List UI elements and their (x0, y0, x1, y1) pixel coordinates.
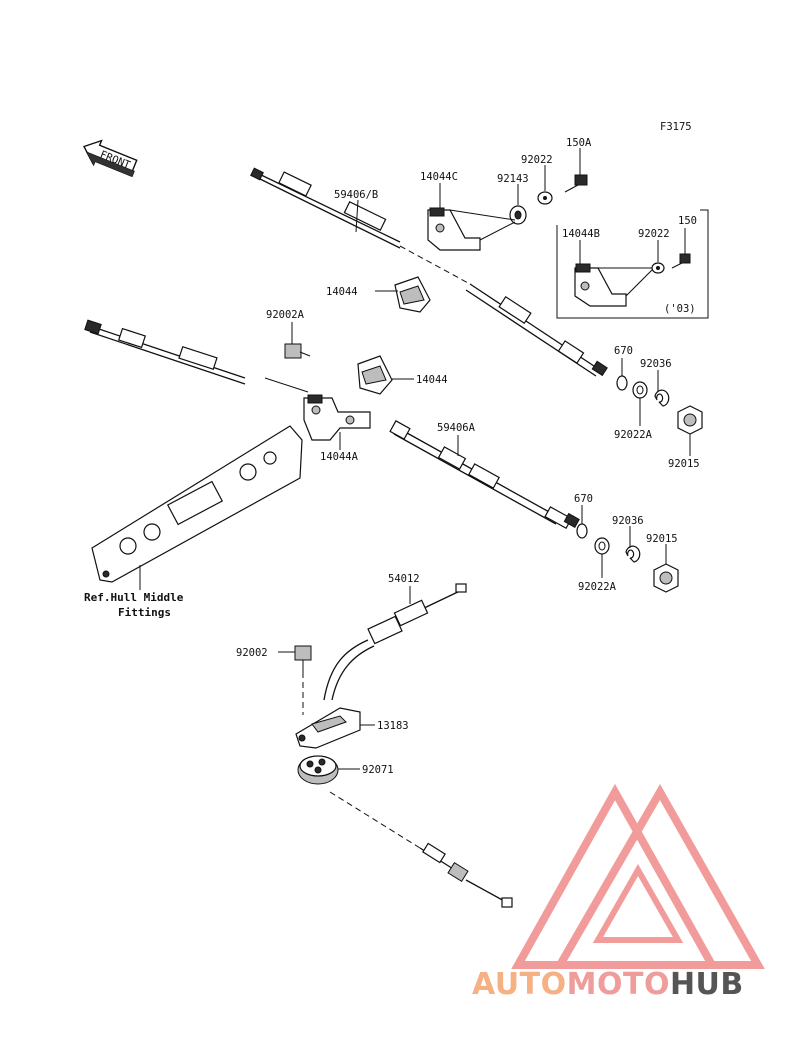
o-ring-670-lower (576, 523, 588, 539)
label-13183: 13183 (377, 720, 409, 732)
plate-13183 (295, 707, 361, 749)
inset-2003-box (556, 209, 709, 319)
label-670-upper: 670 (614, 345, 633, 357)
label-14044-lower: 14044 (416, 374, 448, 386)
cable-59406b (250, 167, 608, 377)
ref-label-line2: Fittings (118, 606, 171, 619)
watermark-part1: AUTO (472, 967, 567, 1002)
label-92002a: 92002A (266, 309, 305, 321)
label-92022a-lower: 92022A (578, 581, 617, 593)
bracket-14044a (303, 394, 371, 441)
bolt-150a (564, 174, 588, 193)
label-92022-inset: 92022 (638, 228, 670, 240)
holder-14044-upper (394, 276, 431, 313)
label-54012: 54012 (388, 573, 420, 585)
holder-14044-lower (357, 355, 393, 395)
hardware-lower (576, 523, 679, 593)
label-150: 150 (678, 215, 697, 227)
bracket-14044c (427, 207, 481, 251)
label-14044-upper: 14044 (326, 286, 358, 298)
grommet-92071 (297, 755, 339, 785)
watermark-part2: MOTO (567, 967, 670, 1002)
clip-92036-upper (654, 389, 670, 407)
label-92036-lower: 92036 (612, 515, 644, 527)
label-92015-lower: 92015 (646, 533, 678, 545)
label-92071: 92071 (362, 764, 394, 776)
label-92143: 92143 (497, 173, 529, 185)
cable-lower-end (419, 842, 513, 908)
ref-label-line1: Ref.Hull Middle (84, 591, 184, 604)
collar-92143 (509, 205, 527, 225)
label-14044a: 14044A (320, 451, 359, 463)
label-150a: 150A (566, 137, 592, 149)
bolt-92002a (284, 343, 311, 359)
svg-text:AUTOMOTOHUB: AUTOMOTOHUB (472, 967, 744, 1002)
front-arrow-icon: FRONT (83, 139, 138, 178)
label-59406a: 59406A (437, 422, 476, 434)
cable-54012 (323, 583, 467, 701)
watermark-part3: HUB (670, 967, 744, 1002)
label-59406b: 59406/B (334, 189, 378, 201)
clip-92036-lower (625, 545, 641, 563)
washer-92022-top (537, 191, 553, 205)
cable-left (84, 319, 309, 393)
bolt-92002 (294, 645, 312, 715)
figure-code: F3175 (660, 121, 692, 133)
label-92022a-upper: 92022A (614, 429, 653, 441)
hardware-upper (616, 375, 703, 435)
watermark-text: AUTOMOTOHUB (472, 967, 744, 1002)
hull-panel (91, 425, 303, 583)
label-14044c: 14044C (420, 171, 458, 183)
label-14044b: 14044B (562, 228, 600, 240)
label-92022-top: 92022 (521, 154, 553, 166)
o-ring-670-upper (616, 375, 628, 391)
label-670-lower: 670 (574, 493, 593, 505)
label-92036-upper: 92036 (640, 358, 672, 370)
label-92002: 92002 (236, 647, 268, 659)
watermark-logo (511, 783, 765, 969)
note-2003: ('03) (664, 303, 696, 315)
cable-59406a (389, 420, 580, 530)
label-92015-upper: 92015 (668, 458, 700, 470)
